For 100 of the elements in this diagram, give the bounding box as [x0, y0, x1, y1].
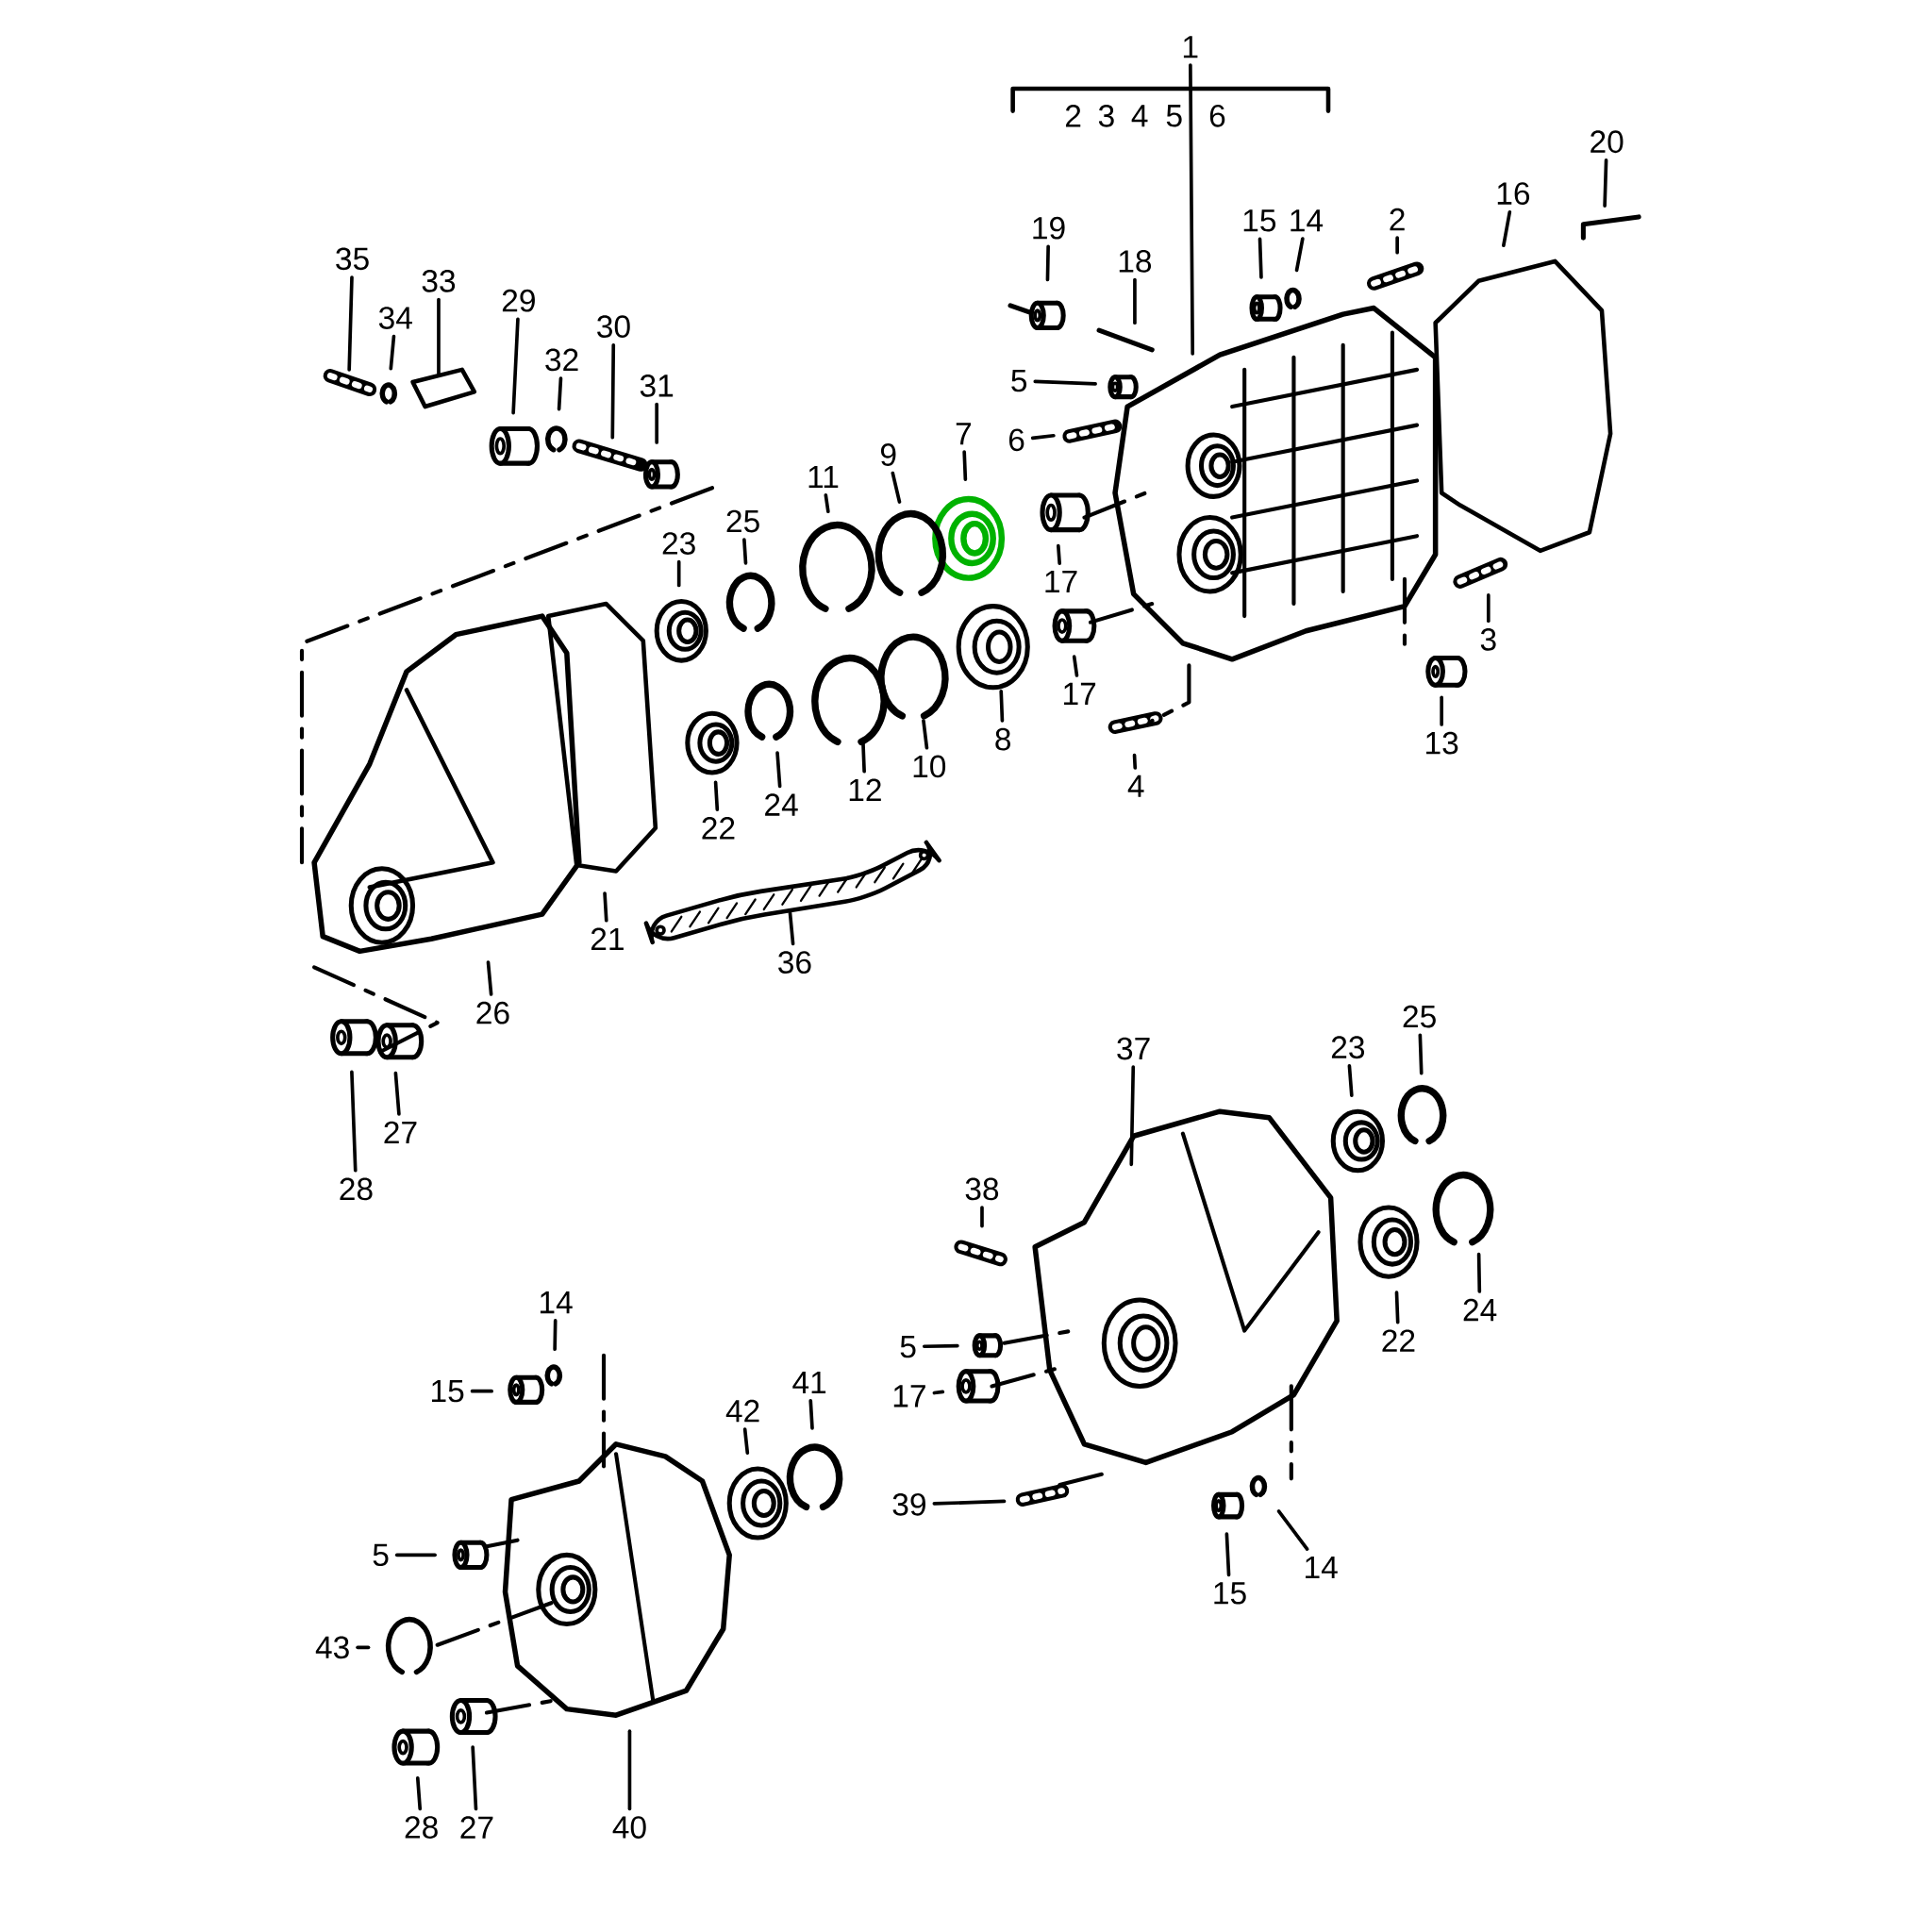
leader-line	[415, 1775, 423, 1811]
leader-line	[389, 334, 396, 371]
leader-line	[356, 1645, 371, 1650]
leader-line	[1347, 1064, 1354, 1097]
leader-line	[788, 910, 795, 946]
callout-number: 5	[900, 1335, 916, 1358]
callout-number: 34	[378, 307, 412, 329]
callout-number: 15	[432, 1379, 464, 1403]
callout-number: 25	[726, 509, 759, 533]
leader-line	[1294, 237, 1305, 273]
callout-number: 24	[765, 793, 798, 816]
callout-number: 7	[956, 423, 971, 445]
leader-line	[553, 1319, 558, 1352]
leader-line	[1257, 237, 1263, 279]
callout-number: 35	[336, 247, 369, 271]
callout-number: 22	[702, 817, 735, 840]
leader-line	[1603, 158, 1608, 208]
leader-line	[1132, 753, 1138, 770]
callout-number: 14	[1306, 1556, 1338, 1578]
leader-line	[922, 719, 929, 750]
leader-line	[1276, 1509, 1309, 1551]
leader-line	[655, 402, 658, 444]
callout-number: 20	[1591, 130, 1624, 154]
callout-number: 30	[597, 315, 630, 339]
callout-number: 24	[1463, 1298, 1497, 1322]
leader-line	[471, 1745, 478, 1811]
callout-number: 14	[1291, 209, 1324, 232]
callout-number: 11	[808, 465, 839, 489]
callout-number: 5	[1166, 105, 1182, 127]
leader-line	[1440, 695, 1443, 726]
leader-line	[808, 1399, 814, 1430]
callout-number: 6	[1209, 104, 1225, 127]
callout-number: 42	[725, 1399, 759, 1423]
callout-number: 15	[1243, 209, 1276, 232]
leader-line	[610, 343, 616, 440]
leader-line	[627, 1729, 632, 1811]
callout-number: 36	[778, 951, 811, 974]
callout-number: 4	[1131, 105, 1148, 127]
callout-number: 38	[965, 1177, 999, 1201]
callout-number: 12	[849, 778, 881, 801]
leader-line	[980, 1206, 984, 1228]
callout-number: 2	[1390, 208, 1405, 231]
callout-number: 28	[405, 1816, 438, 1839]
leader-line	[393, 1071, 401, 1116]
callout-number: 6	[1008, 428, 1024, 452]
leader-line	[603, 891, 608, 923]
leader-line	[775, 751, 782, 789]
leader-line	[676, 559, 681, 588]
callout-number: 5	[373, 1543, 389, 1567]
callout-number: 10	[913, 755, 946, 778]
leader-line	[1394, 1291, 1400, 1324]
callout-number: 29	[502, 289, 535, 312]
callout-number: 41	[792, 1372, 826, 1394]
leader-line	[742, 1427, 750, 1455]
callout-number: 2	[1065, 105, 1081, 127]
leader-line	[1476, 1252, 1482, 1293]
leader-line	[1072, 655, 1079, 677]
leader-line	[1030, 433, 1056, 441]
callout-number: 4	[1127, 774, 1144, 797]
callout-number: 28	[340, 1177, 373, 1201]
callout-number: 5	[1011, 369, 1027, 392]
leader-line	[999, 689, 1005, 723]
callout-number: 17	[893, 1385, 925, 1407]
leader-line	[437, 297, 441, 375]
leader-line	[932, 1499, 1007, 1506]
leader-line	[347, 275, 354, 372]
leader-line	[824, 493, 830, 514]
callout-number: 23	[1331, 1036, 1365, 1059]
leader-line	[742, 538, 748, 565]
leader-line	[1224, 1532, 1231, 1577]
leader-line	[713, 780, 720, 812]
leader-line	[1395, 236, 1399, 255]
leader-line	[394, 1553, 437, 1557]
callout-number: 26	[476, 1001, 509, 1024]
callout-number: 32	[545, 348, 578, 372]
callout-number: 33	[422, 269, 456, 292]
callout-number: 37	[1117, 1037, 1150, 1060]
leader-line	[350, 1070, 358, 1173]
leader-line	[1057, 543, 1061, 565]
callout-number: 21	[591, 927, 624, 950]
leader-line	[470, 1389, 493, 1393]
leader-line	[922, 1343, 959, 1349]
leader-line	[557, 376, 563, 411]
callout-number: 27	[384, 1121, 417, 1144]
leader-line	[1045, 244, 1050, 282]
leader-line	[861, 741, 866, 774]
callout-number: 31	[640, 374, 674, 397]
callout-number: 1	[1183, 36, 1198, 58]
callout-number: 15	[1214, 1582, 1246, 1605]
leader-line	[1133, 277, 1137, 325]
callout-number: 3	[1098, 104, 1114, 127]
callout-number: 16	[1497, 182, 1530, 205]
leader-line	[1189, 63, 1195, 356]
callout-number: 23	[662, 532, 695, 555]
callout-number: 3	[1480, 628, 1496, 651]
leader-line	[1418, 1033, 1424, 1075]
leader-line	[486, 960, 493, 996]
callout-number: 13	[1426, 731, 1458, 755]
callout-number: 40	[612, 1816, 646, 1839]
leader-line	[962, 450, 968, 481]
